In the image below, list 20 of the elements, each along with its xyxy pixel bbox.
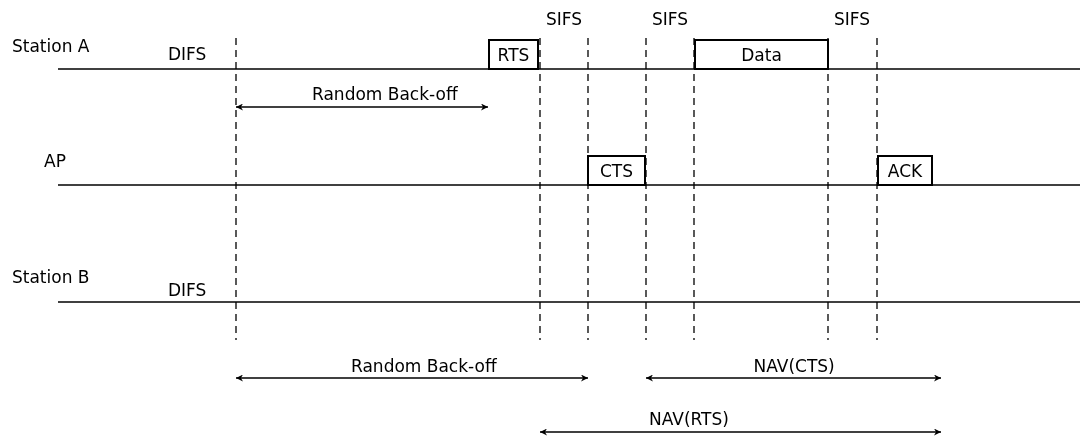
interval-label: DIFS bbox=[168, 280, 207, 300]
duration-label: Random Back-off bbox=[312, 84, 458, 104]
interval-label: SIFS bbox=[834, 9, 871, 29]
frame-label: ACK bbox=[887, 160, 923, 181]
frame-box bbox=[877, 155, 933, 186]
frame-box bbox=[694, 39, 829, 70]
interval-label: SIFS bbox=[546, 9, 583, 29]
frame-label: CTS bbox=[599, 160, 633, 181]
lane-label: AP bbox=[44, 151, 66, 171]
interval-label: SIFS bbox=[652, 9, 689, 29]
lane-label: Station A bbox=[12, 36, 90, 56]
frame-label: RTS bbox=[497, 44, 530, 65]
interval-label: DIFS bbox=[168, 44, 207, 64]
frame-box bbox=[587, 155, 646, 186]
duration-label: NAV(CTS) bbox=[753, 356, 835, 376]
frame-box bbox=[488, 39, 539, 70]
frame-label: Data bbox=[741, 44, 782, 65]
lane-label: Station B bbox=[12, 267, 90, 287]
duration-label: NAV(RTS) bbox=[649, 409, 729, 429]
duration-label: Random Back-off bbox=[351, 356, 497, 376]
